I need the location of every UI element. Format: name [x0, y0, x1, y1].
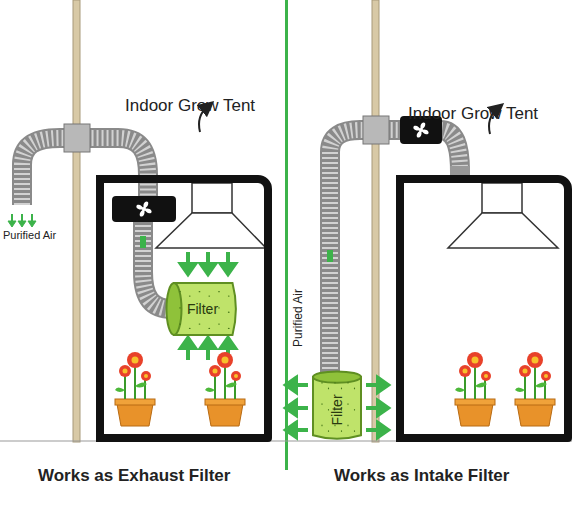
- carbon-filter: Filter: [312, 370, 362, 441]
- air-label: Purified Air: [291, 289, 305, 347]
- filter-label: Filter: [187, 301, 218, 317]
- grow-tent: Indoor Grow TentFilter: [96, 175, 272, 442]
- tent-heading: Indoor Grow Tent: [125, 96, 255, 116]
- tent-heading: Indoor Grow Tent: [408, 104, 538, 124]
- air-label: Purified Air: [3, 229, 56, 241]
- filter-label: Filter: [329, 394, 345, 425]
- panel-caption: Works as Exhaust Filter: [38, 466, 230, 486]
- panel-caption: Works as Intake Filter: [334, 466, 509, 486]
- grow-tent: Indoor Grow Tent: [396, 175, 572, 442]
- carbon-filter: Filter: [165, 282, 240, 336]
